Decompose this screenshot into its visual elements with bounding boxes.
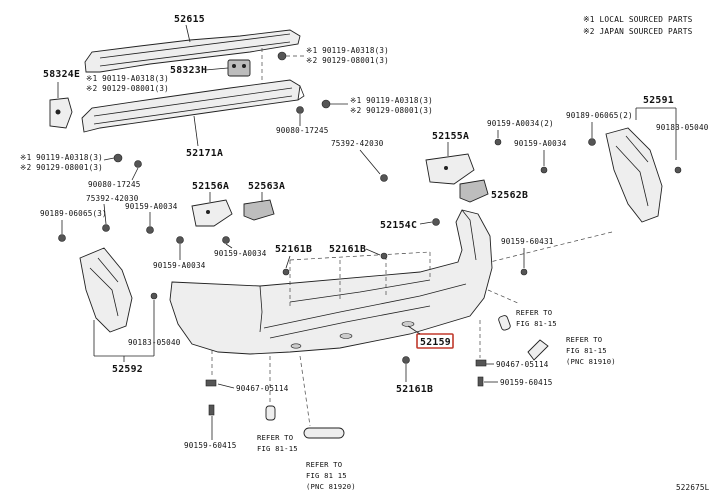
clip-icon [494, 138, 502, 146]
bolt-icon [321, 99, 331, 109]
fastener-90119-a0318-right: ※1 90119-A0318(3) [350, 96, 433, 105]
nut-icon [296, 106, 304, 114]
label-52161b-left: 52161B [275, 244, 312, 255]
part-52155a-retainer[interactable] [425, 153, 475, 185]
part-reflector-right-lower[interactable] [527, 339, 549, 361]
ref-fig-81-15-right2-1: REFER TO [566, 335, 602, 344]
clip-icon [540, 166, 548, 174]
fastener-90129-08001-left: ※2 90129-08001(3) [20, 163, 103, 172]
label-52615: 52615 [174, 14, 205, 25]
fastener-90159-a0034-left-lower: 90159-A0034 [153, 261, 206, 270]
fastener-90467-05114-left: 90467-05114 [236, 384, 289, 393]
label-52156a: 52156A [192, 181, 229, 192]
label-52159: 52159 [420, 337, 451, 348]
clip-icon [150, 292, 158, 300]
label-52159-highlight[interactable]: 52159 [416, 333, 454, 349]
label-52592: 52592 [112, 364, 143, 375]
label-58323h: 58323H [170, 65, 207, 76]
clip-icon [205, 379, 217, 416]
label-52562b: 52562B [491, 190, 528, 201]
part-58323h-bracket[interactable] [227, 59, 251, 77]
fastener-90080-17245-left: 90080-17245 [88, 180, 141, 189]
ref-fig-81-15-right1-2: FIG 81-15 [516, 319, 557, 328]
fastener-90119-a0318-left: ※1 90119-A0318(3) [20, 153, 103, 162]
fastener-90129-08001-right: ※2 90129-08001(3) [350, 106, 433, 115]
diagram-code: 522675L [676, 483, 710, 492]
clip-icon [432, 218, 440, 226]
fastener-75392-42030-center: 75392-42030 [331, 139, 384, 148]
clip-icon [380, 174, 388, 182]
label-52155a: 52155A [432, 131, 469, 142]
bolt-icon [113, 153, 123, 163]
fastener-90119-a0318-top: ※1 90119-A0318(3) [306, 46, 389, 55]
label-52161b-bottom: 52161B [396, 384, 433, 395]
part-52591-side-retainer[interactable] [605, 127, 663, 223]
part-reflector-center[interactable] [303, 427, 345, 439]
part-52562b-bracket[interactable] [459, 179, 489, 203]
fastener-90129-08001-top: ※2 90129-08001(3) [306, 56, 389, 65]
fastener-90189-06065-left: 90189-06065(3) [40, 209, 107, 218]
fastener-90080-17245-right: 90080-17245 [276, 126, 329, 135]
ref-fig-81-15-left-1: REFER TO [257, 433, 293, 442]
ref-fig-81-15-right1-1: REFER TO [516, 308, 552, 317]
label-52563a: 52563A [248, 181, 285, 192]
ref-fig-81-15-right2-2: FIG 81-15 [566, 346, 607, 355]
clip-icon [475, 359, 487, 387]
part-52563a-bracket[interactable] [243, 199, 275, 221]
clip-icon [520, 268, 528, 276]
fastener-75392-42030-left: 75392-42030 [86, 194, 139, 203]
fastener-90159-60415-left: 90159-60415 [184, 441, 237, 450]
ref-fig-81-15-bottom-3: (PNC 81920) [306, 482, 356, 491]
fastener-90159-60415-right: 90159-60415 [500, 378, 553, 387]
part-52159-bumper-cover[interactable] [169, 209, 493, 355]
nut-icon [134, 160, 142, 168]
note-japan-sourced: ※2 JAPAN SOURCED PARTS [583, 27, 693, 36]
part-58324e-bracket[interactable] [49, 97, 73, 129]
ref-fig-81-15-left-2: FIG 81-15 [257, 444, 298, 453]
fastener-90159-a0034-center: 90159-A0034 [214, 249, 267, 258]
part-52171a-reinforcement[interactable] [81, 79, 305, 133]
note-local-sourced: ※1 LOCAL SOURCED PARTS [583, 15, 693, 24]
part-52592-side-retainer[interactable] [79, 247, 133, 333]
label-52171a: 52171A [186, 148, 223, 159]
clip-icon [674, 166, 682, 174]
fastener-90159-60431: 90159-60431 [501, 237, 554, 246]
fastener-90119-a0318-left-top: ※1 90119-A0318(3) [86, 74, 169, 83]
ref-fig-81-15-bottom-2: FIG 81 15 [306, 471, 347, 480]
fastener-90183-05040-right: 90183-05040 [656, 123, 709, 132]
part-52615-absorber[interactable] [84, 29, 301, 73]
fastener-90159-a0034-right: 90159-A0034 [514, 139, 567, 148]
fastener-90129-08001-left-top: ※2 90129-08001(3) [86, 84, 169, 93]
fastener-90159-a0034-left: 90159-A0034 [125, 202, 178, 211]
ref-fig-81-15-bottom-1: REFER TO [306, 460, 342, 469]
clip-icon [58, 224, 230, 244]
label-52591: 52591 [643, 95, 674, 106]
part-52156a-retainer[interactable] [191, 199, 233, 227]
part-reflector-right[interactable] [498, 315, 511, 331]
ref-fig-81-15-right2-3: (PNC 81910) [566, 357, 616, 366]
bolt-icon [277, 51, 287, 61]
clip-icon [588, 138, 596, 146]
label-52154c: 52154C [380, 220, 417, 231]
label-58324e: 58324E [43, 69, 80, 80]
fastener-90159-a0034-2: 90159-A0034(2) [487, 119, 554, 128]
label-52161b-center: 52161B [329, 244, 366, 255]
fastener-90189-06065-right: 90189-06065(2) [566, 111, 633, 120]
part-reflector-left[interactable] [265, 405, 276, 421]
fastener-90183-05040-left: 90183-05040 [128, 338, 181, 347]
clip-icon [402, 356, 410, 364]
fastener-90467-05114-right: 90467-05114 [496, 360, 549, 369]
clip-icon [380, 252, 388, 260]
clip-icon [282, 268, 290, 276]
